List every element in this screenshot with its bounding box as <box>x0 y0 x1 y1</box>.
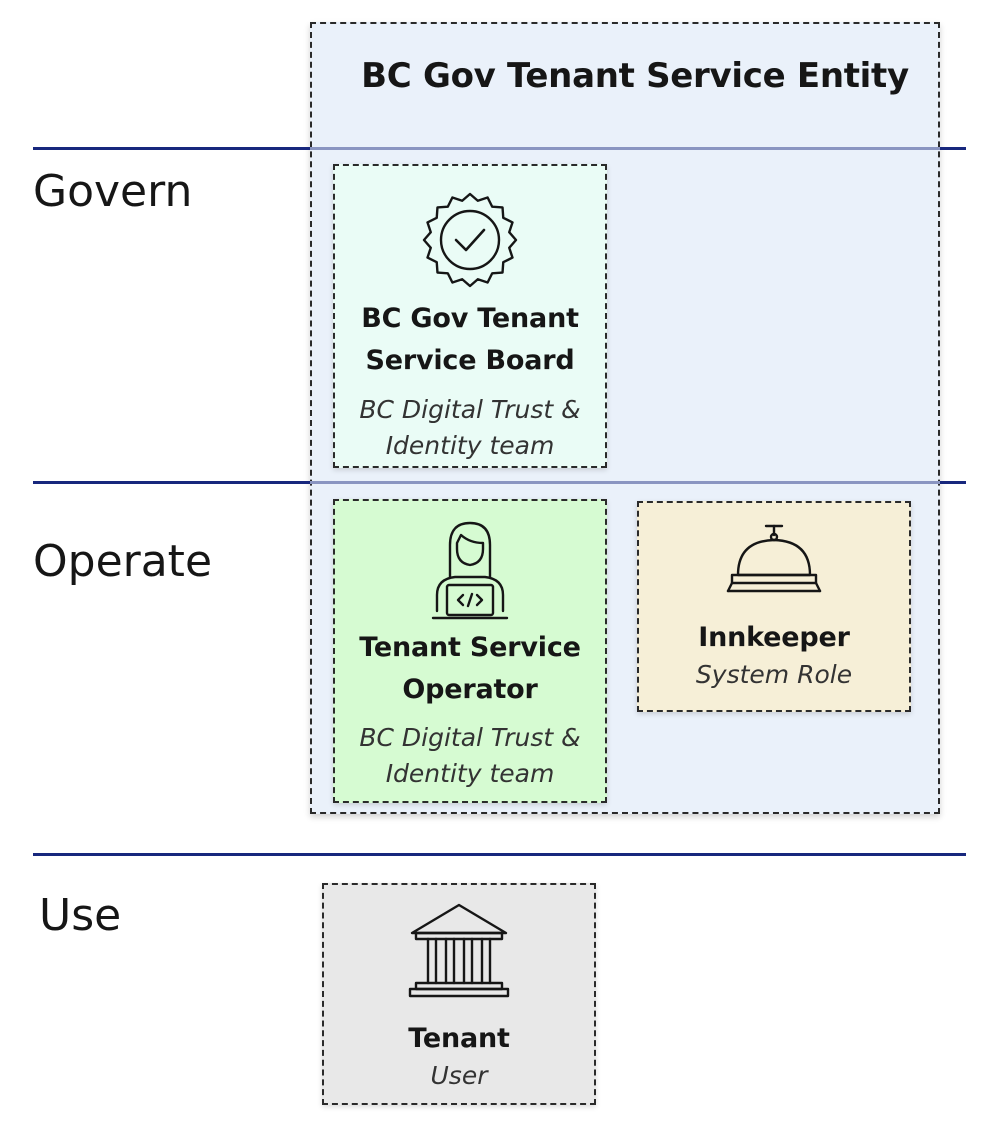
operator-sub-line1: BC Digital Trust & <box>359 723 581 752</box>
row-label-govern: Govern <box>33 166 193 217</box>
operator-title-line2: Operator <box>402 674 538 705</box>
certified-badge-icon <box>420 192 520 292</box>
innkeeper-title: Innkeeper <box>698 622 850 653</box>
operator-sub-line2: Identity team <box>385 759 555 788</box>
innkeeper-sub: System Role <box>695 660 853 689</box>
entity-title: BC Gov Tenant Service Entity <box>361 56 909 96</box>
divider-govern-top <box>33 147 966 150</box>
board-sub-line2: Identity team <box>385 431 555 460</box>
row-label-operate: Operate <box>33 536 213 587</box>
divider-operate-top <box>33 481 966 484</box>
board-title-line2: Service Board <box>365 345 575 376</box>
divider-use-top <box>33 853 966 856</box>
card-tenant: Tenant User <box>322 883 596 1105</box>
row-label-use: Use <box>39 890 122 941</box>
tenant-sub: User <box>430 1061 488 1090</box>
board-title-line1: BC Gov Tenant <box>361 303 579 334</box>
card-tenant-service-board: BC Gov Tenant Service Board BC Digital T… <box>333 164 607 468</box>
card-tenant-service-operator: Tenant Service Operator BC Digital Trust… <box>333 499 607 803</box>
tenant-title: Tenant <box>408 1023 510 1054</box>
institution-icon <box>406 901 512 1005</box>
developer-icon <box>425 515 515 629</box>
board-sub-line1: BC Digital Trust & <box>359 395 581 424</box>
service-bell-icon <box>724 521 824 601</box>
card-innkeeper: Innkeeper System Role <box>637 501 911 712</box>
operator-title-line1: Tenant Service <box>359 632 581 663</box>
